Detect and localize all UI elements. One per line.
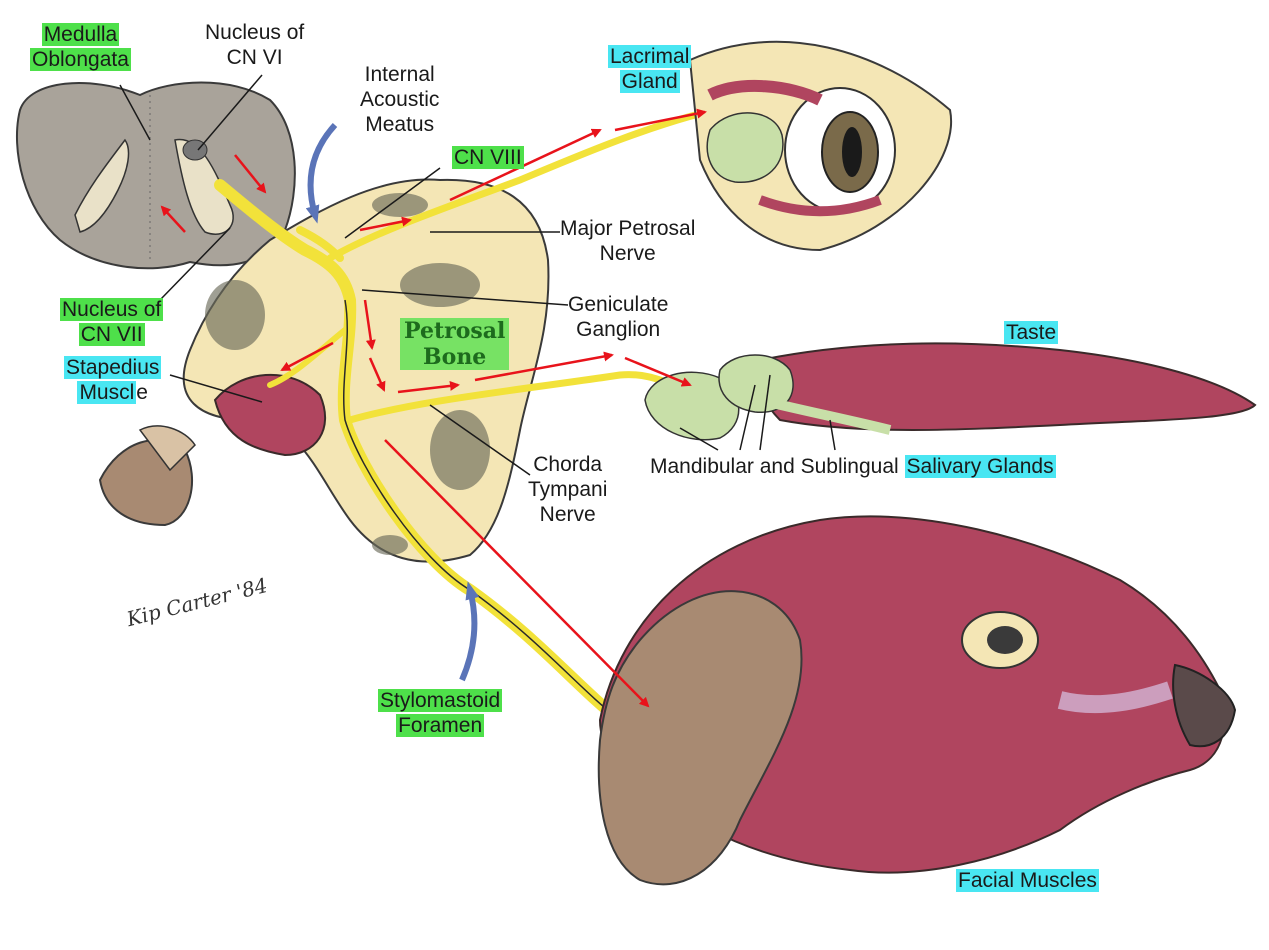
blue-pointer-arrows <box>305 122 480 682</box>
label-petrosal-bone: Petrosal Bone <box>400 318 510 370</box>
label-lacrimal-gland: Lacrimal Gland <box>608 45 692 93</box>
stapedius-muscle <box>98 374 326 527</box>
label-internal-acoustic-meatus: Internal Acoustic Meatus <box>360 63 440 136</box>
label-salivary-glands: Mandibular and Sublingual Salivary Gland… <box>650 455 1056 478</box>
label-nucleus-cn-vi: Nucleus of CN VI <box>205 21 305 69</box>
label-facial-muscles: Facial Muscles <box>956 869 1099 892</box>
label-major-petrosal-nerve: Major Petrosal Nerve <box>560 217 696 265</box>
label-chorda-tympani-nerve: Chorda Tympani Nerve <box>528 453 608 526</box>
leader-lines <box>119 74 836 476</box>
label-stapedius-muscle: Stapedius Muscle <box>64 356 162 404</box>
red-pathway-arrows <box>160 108 707 708</box>
salivary-glands-and-tongue <box>644 342 1257 441</box>
label-nucleus-cn-vii: Nucleus of CN VII <box>60 298 164 346</box>
label-medulla-oblongata: Medulla Oblongata <box>30 23 131 71</box>
label-geniculate-ganglion: Geniculate Ganglion <box>568 293 669 341</box>
label-stylomastoid-foramen: Stylomastoid Foramen <box>378 689 503 737</box>
eye-and-lacrimal-gland <box>688 40 953 252</box>
label-taste: Taste <box>1004 321 1059 344</box>
petrosal-bone <box>182 178 550 563</box>
dog-head-facial-muscles <box>597 515 1237 886</box>
medulla-cross-section <box>16 81 296 270</box>
nerve-outline <box>343 299 621 721</box>
label-cn-viii: CN VIII <box>452 146 524 169</box>
